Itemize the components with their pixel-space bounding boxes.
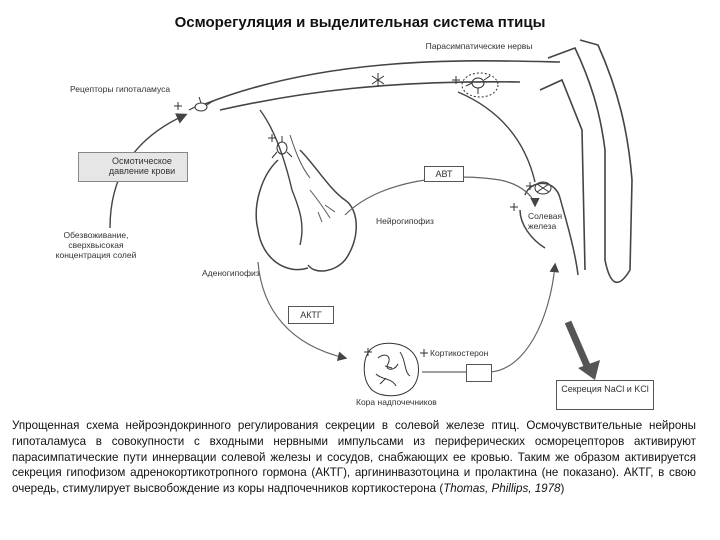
caption-citation: Thomas, Phillips, 1978: [443, 482, 560, 495]
pituitary-stalk: [260, 110, 302, 245]
neurohypophysis-lobe: [300, 150, 356, 271]
figure-caption: Упрощенная схема нейроэндокринного регул…: [12, 418, 696, 497]
avt-pathway: [345, 177, 535, 215]
caption-end: ): [561, 482, 565, 495]
hypothalamus-outline: [205, 61, 560, 110]
plus-signs: [174, 76, 534, 357]
secretion-arrow: [568, 322, 588, 368]
avt-box: АВТ: [424, 166, 464, 182]
actg-box: АКТГ: [288, 306, 334, 324]
nerve-to-salt-gland: [458, 92, 535, 182]
secretion-box: Секреция NaCl и KCl: [556, 380, 654, 410]
label-dehydration: Обезвоживание, сверхвысокая концентрация…: [46, 230, 146, 260]
blood-vessel: [548, 40, 632, 282]
caption-text: Упрощенная схема нейроэндокринного регул…: [12, 419, 696, 495]
label-adrenal-cortex: Кора надпочечников: [356, 397, 476, 407]
adrenal-cortex-shape: [364, 343, 418, 396]
label-corticosterone: Кортикостерон: [430, 348, 520, 358]
nerve-star-1: [372, 73, 384, 87]
label-parasympathetic: Парасимпатические нервы: [424, 41, 534, 51]
label-salt-gland: Солевая железа: [528, 211, 588, 231]
label-adenohypophysis: Аденогипофиз: [202, 268, 292, 278]
label-neurohypophysis: Нейрогипофиз: [376, 216, 466, 226]
corticosterone-box: [466, 364, 492, 382]
parasympathetic-neuron: [462, 73, 498, 97]
label-osmotic-pressure: Осмотическое давление крови: [100, 156, 184, 176]
hypothalamus-neuron-1: [189, 97, 213, 111]
label-hypothalamus-receptors: Рецепторы гипоталамуса: [70, 84, 200, 94]
